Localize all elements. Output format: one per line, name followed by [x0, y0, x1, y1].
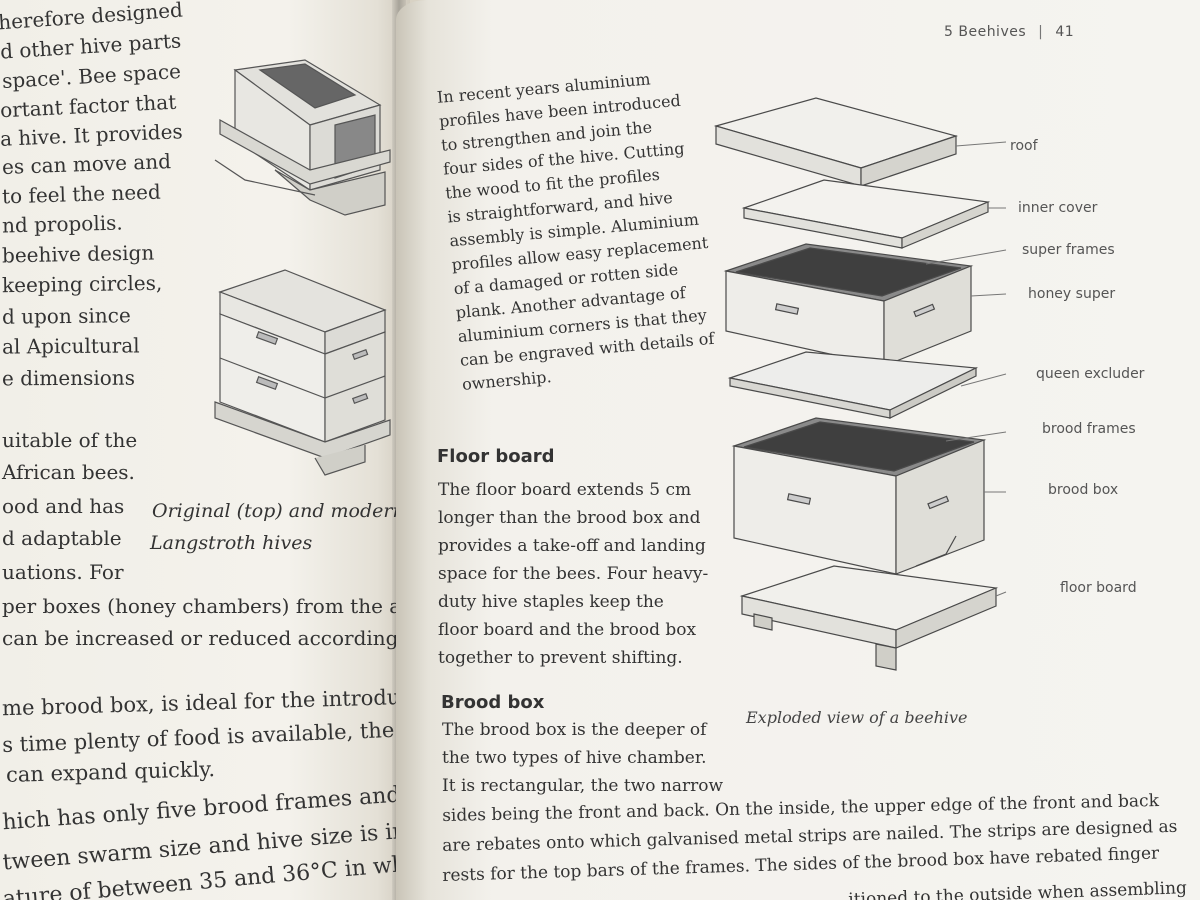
exploded-beehive-illustration [713, 97, 1007, 671]
running-head: 5 Beehives | 41 [944, 24, 1074, 40]
left-line: s time plenty of food is available, the … [1, 715, 410, 757]
brood-box-part [731, 417, 987, 575]
left-line: me brood box, is ideal for the introduct… [1, 683, 410, 721]
floor-board-heading: Floor board [437, 446, 555, 467]
left-line: can be increased or reduced according to… [2, 626, 410, 650]
label-queen-excluder: queen excluder [1036, 366, 1145, 382]
body-line: together to prevent shifting. [438, 648, 683, 668]
label-floor-board: floor board [1060, 580, 1137, 596]
left-line: a hive. It provides [0, 119, 184, 151]
right-page: 5 Beehives | 41 In recent years aluminium … [396, 0, 1200, 900]
brood-box-paragraph: The brood box is the deeper of the two t… [442, 716, 723, 800]
left-line: d upon since [1, 303, 131, 329]
left-line: nd propolis. [1, 210, 123, 238]
page-number: 41 [1055, 24, 1075, 40]
original-langstroth-hive-illustration [214, 59, 391, 216]
left-line: ortant factor that [0, 89, 177, 123]
chapter-title: 5 Beehives [944, 24, 1027, 40]
body-line: floor board and the brood box [438, 620, 697, 640]
aluminium-profiles-paragraph: In recent years aluminium profiles have … [436, 62, 732, 396]
left-line: es can move and [1, 149, 172, 179]
left-line: can expand quickly. [5, 757, 216, 787]
body-line: It is rectangular, the two narrow [442, 776, 723, 796]
body-line: provides a take-off and landing [438, 536, 706, 556]
left-line: ood and has [2, 494, 125, 518]
figure-caption-langstroth-line2: Langstroth hives [150, 532, 313, 554]
label-roof: roof [1010, 138, 1038, 154]
roof-part [713, 97, 959, 187]
running-head-separator: | [1038, 24, 1044, 40]
body-line: The brood box is the deeper of [442, 720, 707, 740]
figure-caption-exploded-view: Exploded view of a beehive [746, 708, 968, 727]
label-honey-super: honey super [1028, 286, 1116, 302]
label-inner-cover: inner cover [1018, 200, 1098, 216]
left-line: uations. For [2, 560, 124, 584]
left-page: herefore designed d other hive parts spa… [0, 0, 410, 900]
brood-box-heading: Brood box [441, 692, 545, 713]
body-line: itioned to the outside when assembling [848, 878, 1188, 900]
label-super-frames: super frames [1022, 242, 1115, 258]
left-line: beehive design [1, 240, 155, 268]
body-line: space for the bees. Four heavy- [438, 564, 709, 584]
modern-langstroth-hive-illustration [214, 269, 391, 476]
body-line: the two types of hive chamber. [442, 748, 707, 768]
body-line: The floor board extends 5 cm [438, 480, 692, 500]
left-line: per boxes (honey chambers) from the abo [2, 594, 410, 618]
left-line: uitable of the [2, 428, 138, 452]
left-line: African bees. [2, 460, 135, 484]
left-line: space'. Bee space [1, 59, 182, 93]
honey-super-part [723, 243, 974, 367]
queen-excluder-part [727, 351, 979, 419]
figure-caption-langstroth: Original (top) and modern (bott [152, 500, 410, 522]
body-line: longer than the brood box and [438, 508, 701, 528]
inner-cover-part [741, 179, 991, 249]
label-brood-box: brood box [1048, 482, 1119, 498]
floor-board-paragraph: The floor board extends 5 cm longer than… [438, 476, 708, 672]
left-line: e dimensions [1, 365, 135, 391]
left-line: al Apicultural [1, 333, 140, 359]
floor-board-part [739, 565, 999, 671]
left-line: to feel the need [1, 179, 162, 209]
label-brood-frames: brood frames [1042, 421, 1136, 437]
left-line: keeping circles, [1, 270, 163, 298]
left-line: d adaptable [2, 526, 122, 550]
body-line: duty hive staples keep the [438, 592, 664, 612]
left-line: d other hive parts [0, 28, 182, 64]
